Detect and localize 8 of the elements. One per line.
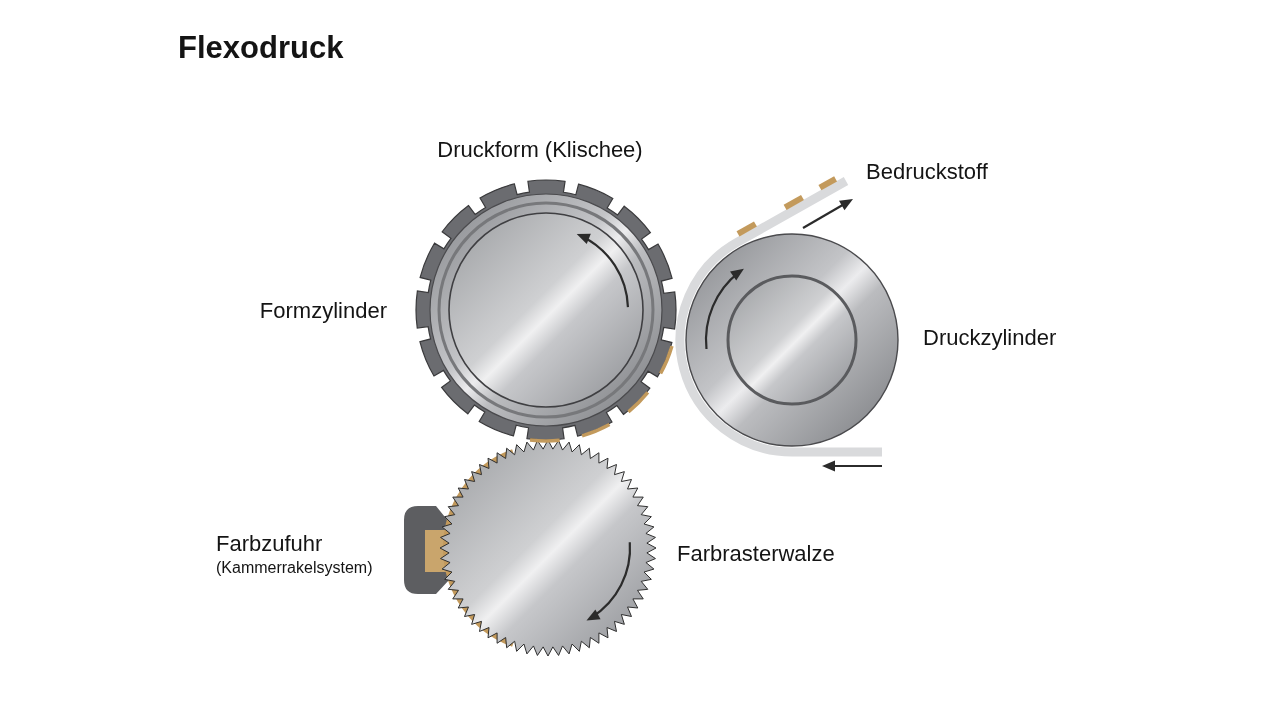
part-label: Druckzylinder — [923, 325, 1057, 351]
part-label: (Kammerrakelsystem) — [216, 558, 373, 578]
part-label: Druckform (Klischee) — [437, 137, 643, 163]
part-label: Farbzufuhr — [216, 531, 323, 557]
part-label: Farbrasterwalze — [677, 541, 835, 567]
part-label: Bedruckstoff — [866, 159, 988, 185]
part-label: Formzylinder — [259, 298, 387, 324]
diagram-title: Flexodruck — [178, 30, 344, 66]
